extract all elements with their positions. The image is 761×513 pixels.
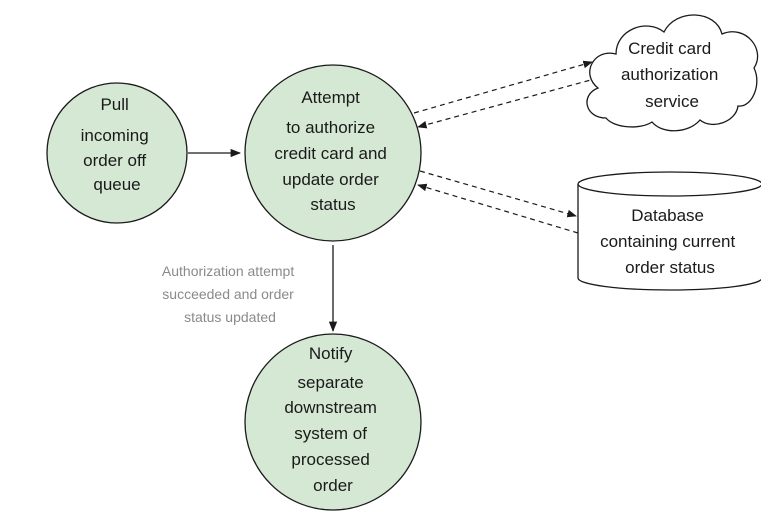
database-cylinder-icon [577,184,761,291]
node-notify-line-4: system of [294,424,367,443]
node-pull-line-4: queue [93,175,140,194]
node-database-line-1: Database [631,206,704,225]
edge-authorize-to-credit-service [413,60,593,114]
node-pull-line-1: Pull [100,95,128,114]
node-authorize-line-3: credit card and [274,144,386,163]
node-authorize-line-5: status [310,195,355,214]
node-notify-shape [244,333,422,511]
svg-text:Pull incoming orde: Pull incoming order off queue [81,95,154,194]
node-authorize-credit-card: Attempt to authorize credit card and upd… [244,64,422,242]
node-notify-line-3: downstream [284,398,377,417]
node-authorize-line-2: to authorize [286,118,375,137]
node-notify-line-5: processed [291,450,369,469]
node-credit-card-service: Credit card authorization service [586,14,759,132]
node-database-line-2: containing current [600,232,735,251]
svg-text:Attempt to authorize: Attempt to authorize credit card and upd… [274,88,391,214]
edge-label-line-3: status updated [184,309,276,325]
edge-label-authorization-succeeded: Authorization attempt succeeded and orde… [162,263,298,325]
svg-text:Credit card authorizatio: Credit card authorization service [621,39,723,111]
node-database-line-3: order status [625,258,715,277]
node-credit-line-2: authorization [621,65,718,84]
node-pull-line-2: incoming [81,126,149,145]
edge-label-line-1: Authorization attempt [162,263,294,279]
node-notify-line-1: Notify [309,344,353,363]
node-database: Database containing current order status [577,171,761,291]
node-authorize-line-4: update order [282,170,379,189]
edge-credit-service-to-authorize [417,77,599,129]
edge-label-line-2: succeeded and order [162,286,294,302]
node-authorize-line-1: Attempt [301,88,360,107]
database-cylinder-top [577,171,761,197]
node-pull-shape [46,82,188,224]
node-notify-line-6: order [313,476,353,495]
node-pull-line-3: order off [83,151,146,170]
node-notify-downstream: Notify separate downstream system of pro… [244,333,422,511]
svg-text:Notify separate do: Notify separate downstream system of pro… [284,344,381,495]
node-authorize-shape [244,64,422,242]
edge-database-to-authorize [417,183,579,234]
edge-authorize-to-database [419,170,577,218]
node-pull-incoming-order: Pull incoming order off queue [46,82,188,224]
svg-text:Database containing curr: Database containing current order status [600,206,740,277]
node-credit-line-1: Credit card [628,39,711,58]
node-credit-line-3: service [645,92,699,111]
node-notify-line-2: separate [298,373,364,392]
cloud-icon [586,14,759,132]
